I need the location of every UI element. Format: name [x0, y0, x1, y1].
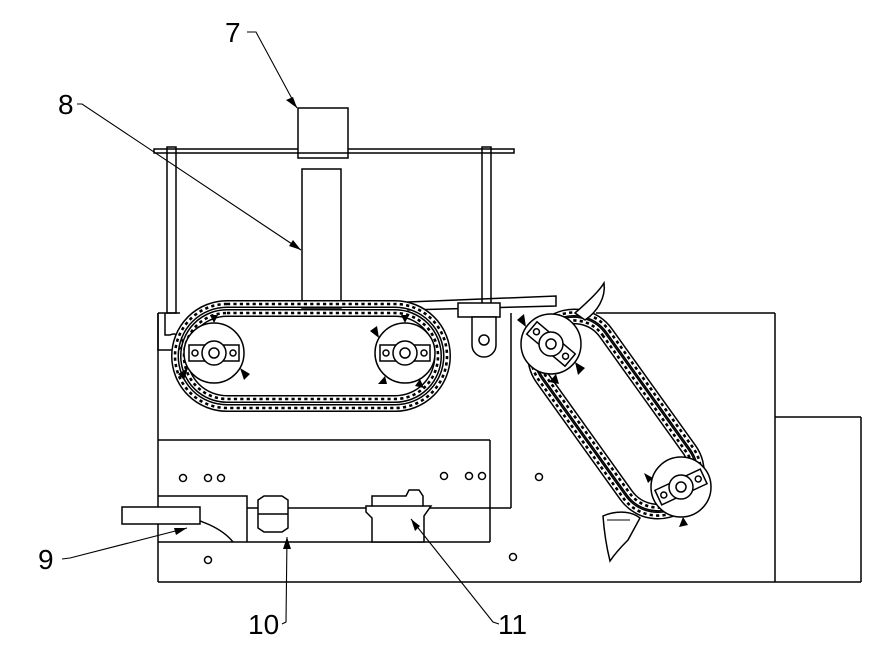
label-7: 7	[225, 17, 241, 48]
top-block-7	[297, 107, 349, 159]
discharge-spout-9	[121, 495, 248, 543]
sprocket-left	[178, 315, 250, 384]
label-8: 8	[58, 89, 74, 120]
lower-housing	[158, 439, 491, 543]
sprocket-middle	[370, 315, 436, 388]
leader-lines	[61, 31, 500, 625]
sprocket-upper-right	[517, 313, 585, 384]
label-9: 9	[38, 544, 54, 575]
arrowheads	[174, 97, 420, 549]
machine-frame	[157, 312, 862, 583]
label-10: 10	[248, 609, 279, 640]
bolt-holes	[178, 471, 544, 565]
drive-shaft-10	[247, 495, 372, 533]
label-11: 11	[498, 609, 527, 640]
upper-blade	[573, 280, 605, 321]
sprocket-lower-right	[644, 456, 712, 527]
lower-blade	[602, 511, 641, 563]
vertical-column-8	[301, 168, 342, 309]
motor-11	[365, 489, 433, 543]
